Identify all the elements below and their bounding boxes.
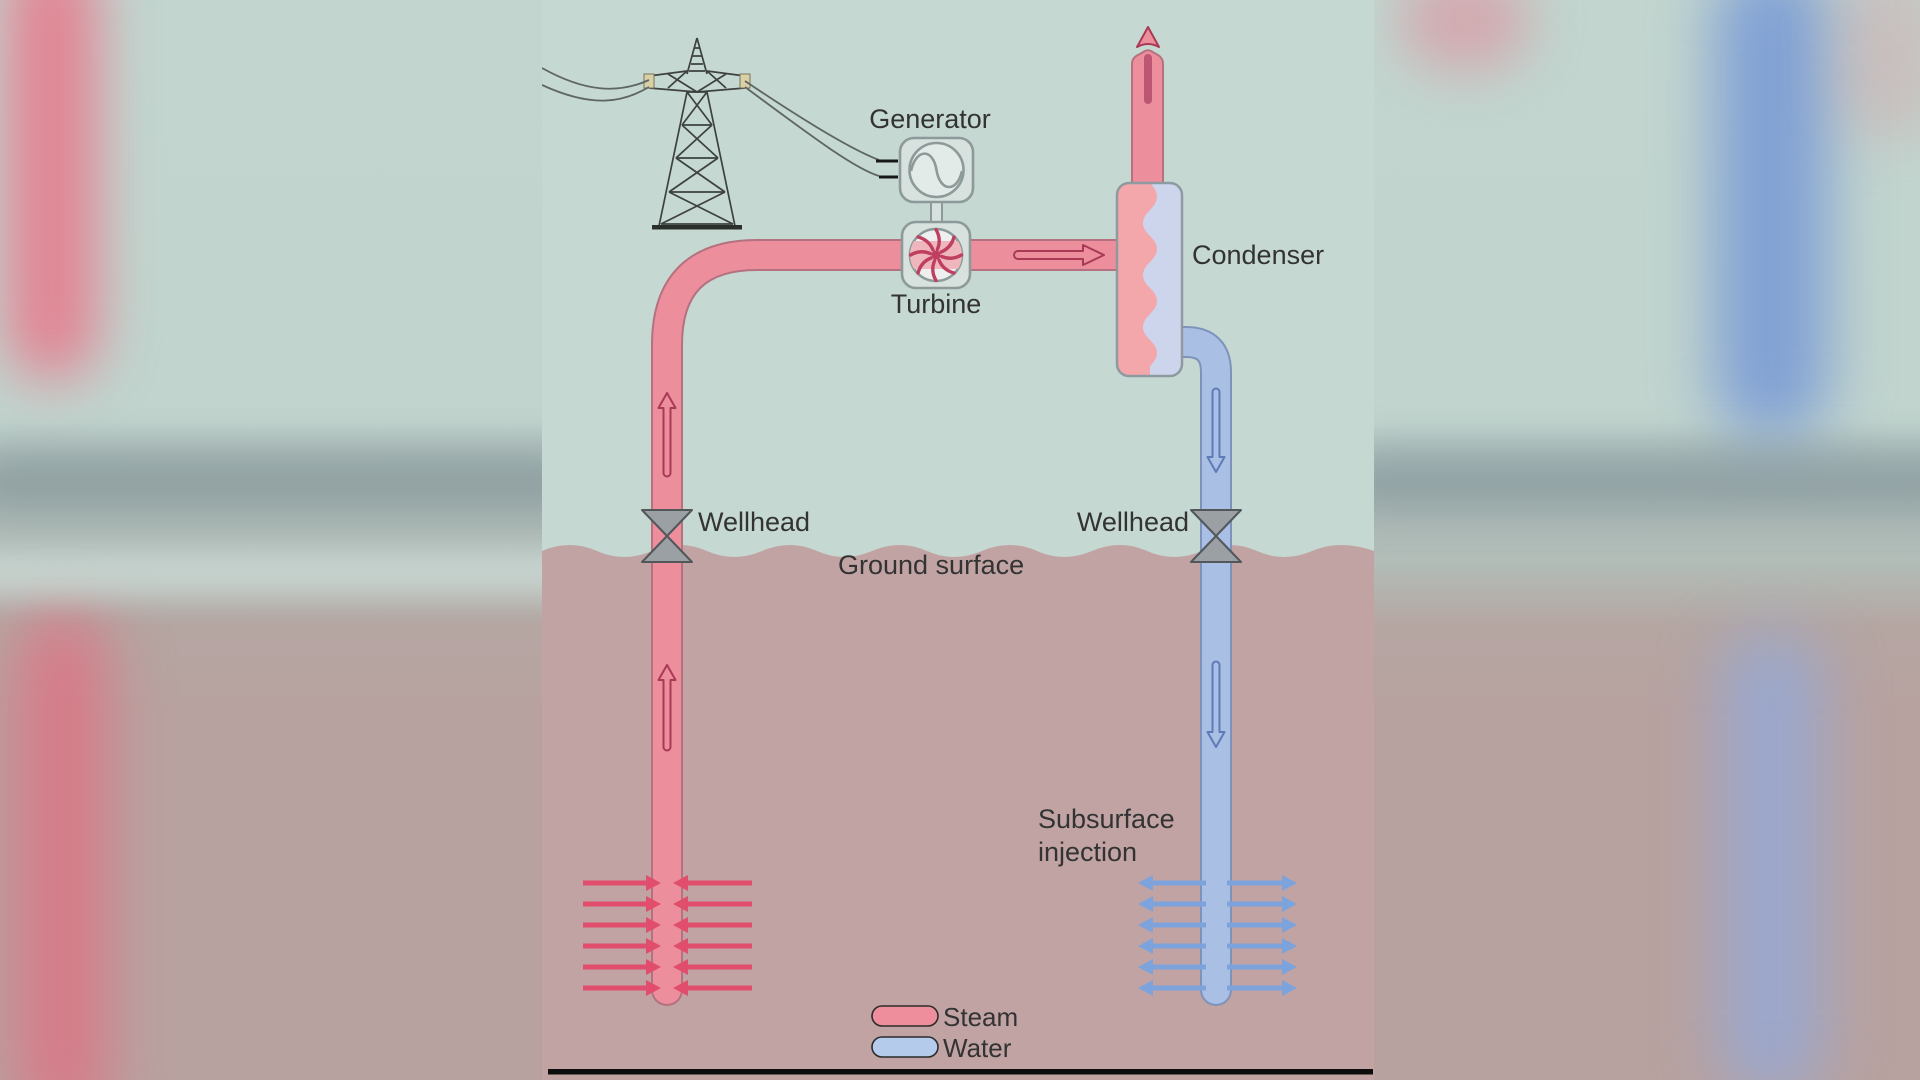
- water-outflow-arrow-right-head: [1282, 896, 1297, 912]
- steam-up-arrow-underground: [657, 664, 677, 752]
- subsurface-injection-label-line2: injection: [1038, 837, 1137, 867]
- tower-base: [652, 225, 742, 230]
- water-flow-arrows: [1206, 387, 1226, 748]
- turbine-hub: [931, 250, 941, 260]
- backdrop-right-base: [1374, 0, 1920, 1080]
- steam-inflow-arrow-left-head: [646, 938, 661, 954]
- wellhead-valve-left: [641, 509, 693, 563]
- steam-inflow-arrows: [583, 875, 752, 996]
- wellhead-right-label: Wellhead: [1077, 507, 1189, 537]
- water-down-arrow-surface: [1206, 387, 1226, 473]
- steam-inflow-arrow-left-head: [646, 917, 661, 933]
- generator-label: Generator: [869, 104, 991, 134]
- condenser-outline: [1115, 181, 1184, 378]
- generator-shaft: [930, 199, 943, 225]
- steam-flow-arrows: [657, 244, 1105, 752]
- water-outflow-arrow-left-head: [1138, 875, 1153, 891]
- turbine-fan-icon: [908, 227, 964, 283]
- water-outflow-arrow-left-head: [1138, 980, 1153, 996]
- turbine-label: Turbine: [891, 289, 982, 319]
- wellhead-left-label: Wellhead: [698, 507, 810, 537]
- power-lines: [542, 67, 880, 177]
- water-pipe-fill: [1164, 328, 1230, 1004]
- diagram-canvas: Steam Water Generator Turbine Condenser …: [542, 0, 1374, 1080]
- subsurface-injection-label-line1: Subsurface: [1038, 804, 1175, 834]
- backdrop-left-steam-streak-bottom: [16, 610, 108, 1080]
- steam-inflow-arrow-left-head: [646, 980, 661, 996]
- steam-right-arrow-to-condenser: [1013, 244, 1105, 266]
- steam-inflow-arrow-right-head: [673, 896, 688, 912]
- steam-inflow-arrow-right-head: [673, 875, 688, 891]
- water-outflow-arrow-right-head: [1282, 959, 1297, 975]
- generator-terminals: [876, 159, 898, 179]
- water-outflow-arrow-right-head: [1282, 980, 1297, 996]
- backdrop-right-pink-smear-corner: [1839, 0, 1920, 140]
- legend-water-swatch: [871, 1036, 939, 1058]
- power-line-left-lower: [542, 84, 650, 102]
- legend-steam-swatch: [871, 1005, 939, 1027]
- water-outflow-arrow-left-head: [1138, 938, 1153, 954]
- backdrop-right-steam-smear-top: [1400, 0, 1530, 70]
- bottom-rule: [548, 1069, 1373, 1075]
- water-outflow-arrow-left-head: [1138, 959, 1153, 975]
- steam-inflow-arrow-right-head: [673, 938, 688, 954]
- water-outflow-arrow-left-head: [1138, 917, 1153, 933]
- generator-sine-icon: [909, 152, 964, 189]
- backdrop-left-ground-band: [0, 445, 542, 513]
- steam-inflow-arrow-left-head: [646, 875, 661, 891]
- water-outflow-arrow-right-head: [1282, 938, 1297, 954]
- power-line-right-upper: [744, 80, 880, 161]
- condenser: [1115, 181, 1184, 378]
- water-outflow-arrow-right-head: [1282, 917, 1297, 933]
- steam-exhaust-stack: [1131, 26, 1164, 191]
- backdrop-right-blur: [1374, 0, 1920, 1080]
- exhaust-pipe: [1131, 49, 1164, 191]
- exhaust-arrowhead: [1136, 26, 1160, 48]
- backdrop-right-water-streak-bottom: [1719, 630, 1824, 1080]
- water-pipe: [1162, 326, 1232, 1006]
- condenser-coil: [1117, 183, 1157, 376]
- legend-water-label: Water: [943, 1033, 1012, 1063]
- water-outflow-arrow-right-head: [1282, 875, 1297, 891]
- steam-up-arrow-surface: [657, 392, 677, 478]
- ground-surface-label: Ground surface: [838, 550, 1024, 580]
- legend-steam-label: Steam: [943, 1002, 1018, 1032]
- backdrop-left-light-band: [0, 552, 542, 596]
- water-down-arrow-underground: [1206, 660, 1226, 748]
- steam-inflow-arrow-left-head: [646, 959, 661, 975]
- legend: Steam Water: [871, 1002, 1018, 1063]
- generator-turbine-assembly: [898, 136, 975, 290]
- steam-pipe-fill: [653, 241, 1134, 1004]
- water-outflow-arrow-left-head: [1138, 896, 1153, 912]
- power-line-left-upper: [542, 67, 650, 90]
- steam-pipe: [651, 239, 1136, 1006]
- backdrop-left-blur: [0, 0, 542, 1080]
- backdrop-right-water-streak-top: [1714, 0, 1829, 440]
- power-line-right-lower: [744, 86, 880, 177]
- condenser-label: Condenser: [1192, 240, 1324, 270]
- steam-inflow-arrow-right-head: [673, 980, 688, 996]
- backdrop-right-ground-band: [1374, 445, 1920, 511]
- steam-inflow-arrow-left-head: [646, 896, 661, 912]
- backdrop-left-steam-streak-top: [6, 0, 98, 380]
- wellhead-valve-right: [1190, 509, 1242, 563]
- water-outflow-arrows: [1138, 875, 1297, 996]
- steam-inflow-arrow-right-head: [673, 917, 688, 933]
- steam-inflow-arrow-right-head: [673, 959, 688, 975]
